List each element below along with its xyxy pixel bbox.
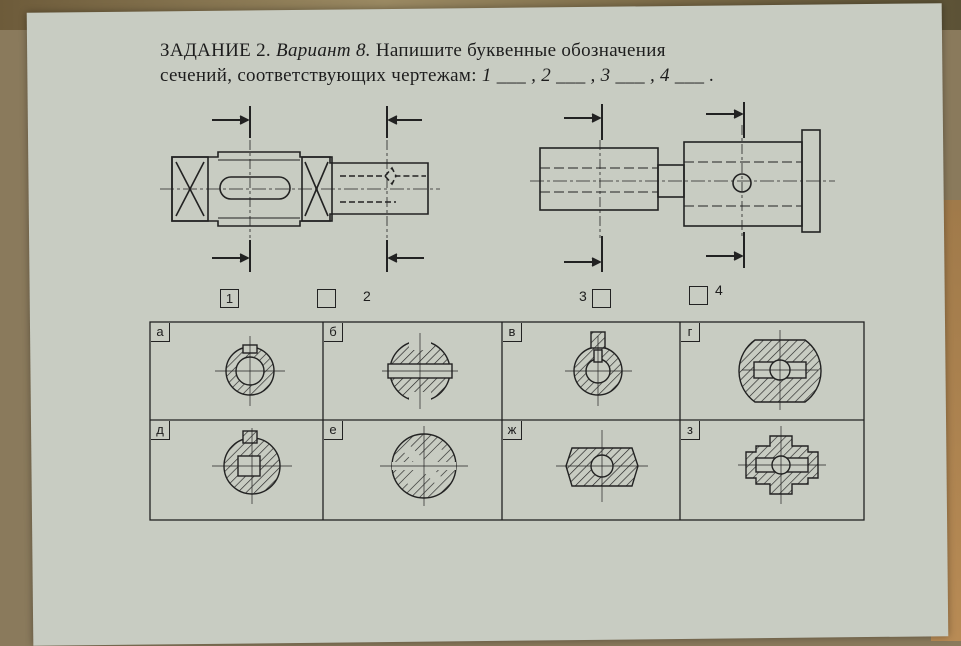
section-letter-v: в bbox=[503, 323, 522, 342]
shaft-drawing-right bbox=[530, 102, 835, 272]
section-letter-z: з bbox=[681, 421, 700, 440]
task-heading: ЗАДАНИЕ 2. bbox=[160, 40, 271, 61]
section-e bbox=[380, 426, 468, 506]
task-text: ЗАДАНИЕ 2. Вариант 8. Напишите буквенные… bbox=[160, 38, 860, 88]
section-letter-a: а bbox=[151, 323, 170, 342]
task-line-2: сечений, соответствующих чертежам: 1 ___… bbox=[160, 63, 860, 88]
section-letter-g: г bbox=[681, 323, 700, 342]
section-zh bbox=[556, 430, 648, 502]
section-letter-b: б bbox=[324, 323, 343, 342]
task-instruction-2: сечений, соответствующих чертежам: bbox=[160, 65, 477, 86]
answer-box-4[interactable] bbox=[689, 286, 708, 305]
section-a bbox=[215, 336, 285, 406]
section-z bbox=[738, 426, 826, 504]
answer-box-3[interactable] bbox=[592, 289, 611, 308]
answer-label-3: 3 bbox=[579, 288, 587, 304]
section-letter-zh: ж bbox=[503, 421, 522, 440]
task-answer-blanks: 1 ___ , 2 ___ , 3 ___ , 4 ___ . bbox=[481, 65, 715, 86]
section-g bbox=[738, 330, 822, 410]
task-instruction: Напишите буквенные обозначения bbox=[375, 40, 666, 61]
shaft-drawing-left bbox=[160, 106, 440, 272]
answer-box-1[interactable]: 1 bbox=[220, 289, 239, 308]
answer-box-2[interactable] bbox=[317, 289, 336, 308]
task-variant: Вариант 8. bbox=[276, 40, 371, 61]
section-letter-e: е bbox=[324, 421, 343, 440]
answer-label-2: 2 bbox=[363, 288, 371, 304]
answer-label-4: 4 bbox=[715, 282, 723, 298]
section-b bbox=[382, 333, 458, 409]
task-line-1: ЗАДАНИЕ 2. Вариант 8. Напишите буквенные… bbox=[160, 38, 860, 63]
section-letter-d: д bbox=[151, 421, 170, 440]
section-v bbox=[565, 331, 632, 406]
section-d bbox=[212, 428, 292, 504]
sections-grid bbox=[149, 321, 865, 521]
